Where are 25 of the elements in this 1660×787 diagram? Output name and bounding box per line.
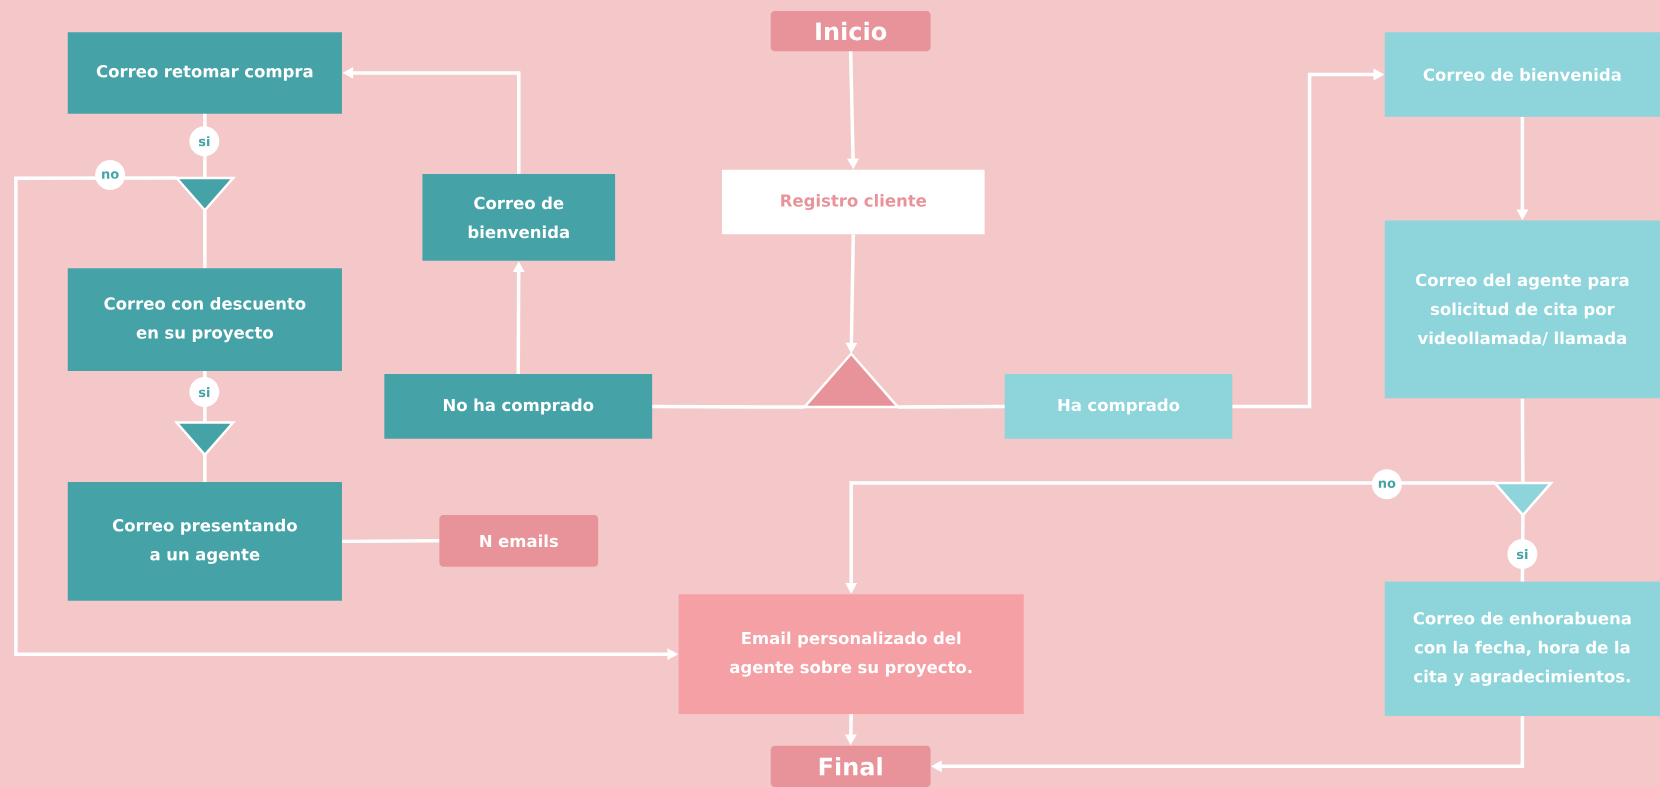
process-box: Registro cliente bbox=[722, 169, 985, 235]
edge-label: si bbox=[1507, 539, 1538, 570]
process-box: Correo retomar compra bbox=[67, 32, 342, 114]
connector-line bbox=[897, 404, 1005, 409]
edge-label: si bbox=[189, 377, 220, 408]
process-box: Correo de bienvenida bbox=[1384, 32, 1660, 117]
process-box: Correo presentando a un agente bbox=[67, 482, 342, 601]
edge-label: no bbox=[95, 160, 126, 191]
process-box: No ha comprado bbox=[384, 374, 653, 439]
process-box: Correo con descuento en su proyecto bbox=[67, 268, 342, 371]
process-box: Correo de enhorabuena con la fecha, hora de la cita y agradecimientos. bbox=[1384, 581, 1660, 717]
connector-line bbox=[203, 210, 207, 269]
edge-label: no bbox=[1371, 469, 1402, 500]
connector-line bbox=[652, 404, 805, 409]
terminal-box: Final bbox=[770, 745, 931, 787]
connector-line bbox=[1520, 398, 1525, 483]
connector-line bbox=[342, 539, 440, 544]
process-box: Correo del agente para solicitud de cita por videollamada/ llamada bbox=[1384, 220, 1660, 399]
process-box: Correo de bienvenida bbox=[422, 174, 616, 261]
terminal-box: Inicio bbox=[770, 11, 931, 52]
process-box: Email personalizado del agente sobre su proyecto. bbox=[678, 594, 1024, 714]
edge-label: si bbox=[189, 126, 220, 157]
process-box: Ha comprado bbox=[1004, 374, 1233, 439]
process-box: N emails bbox=[439, 514, 599, 567]
connector-line bbox=[203, 454, 207, 482]
